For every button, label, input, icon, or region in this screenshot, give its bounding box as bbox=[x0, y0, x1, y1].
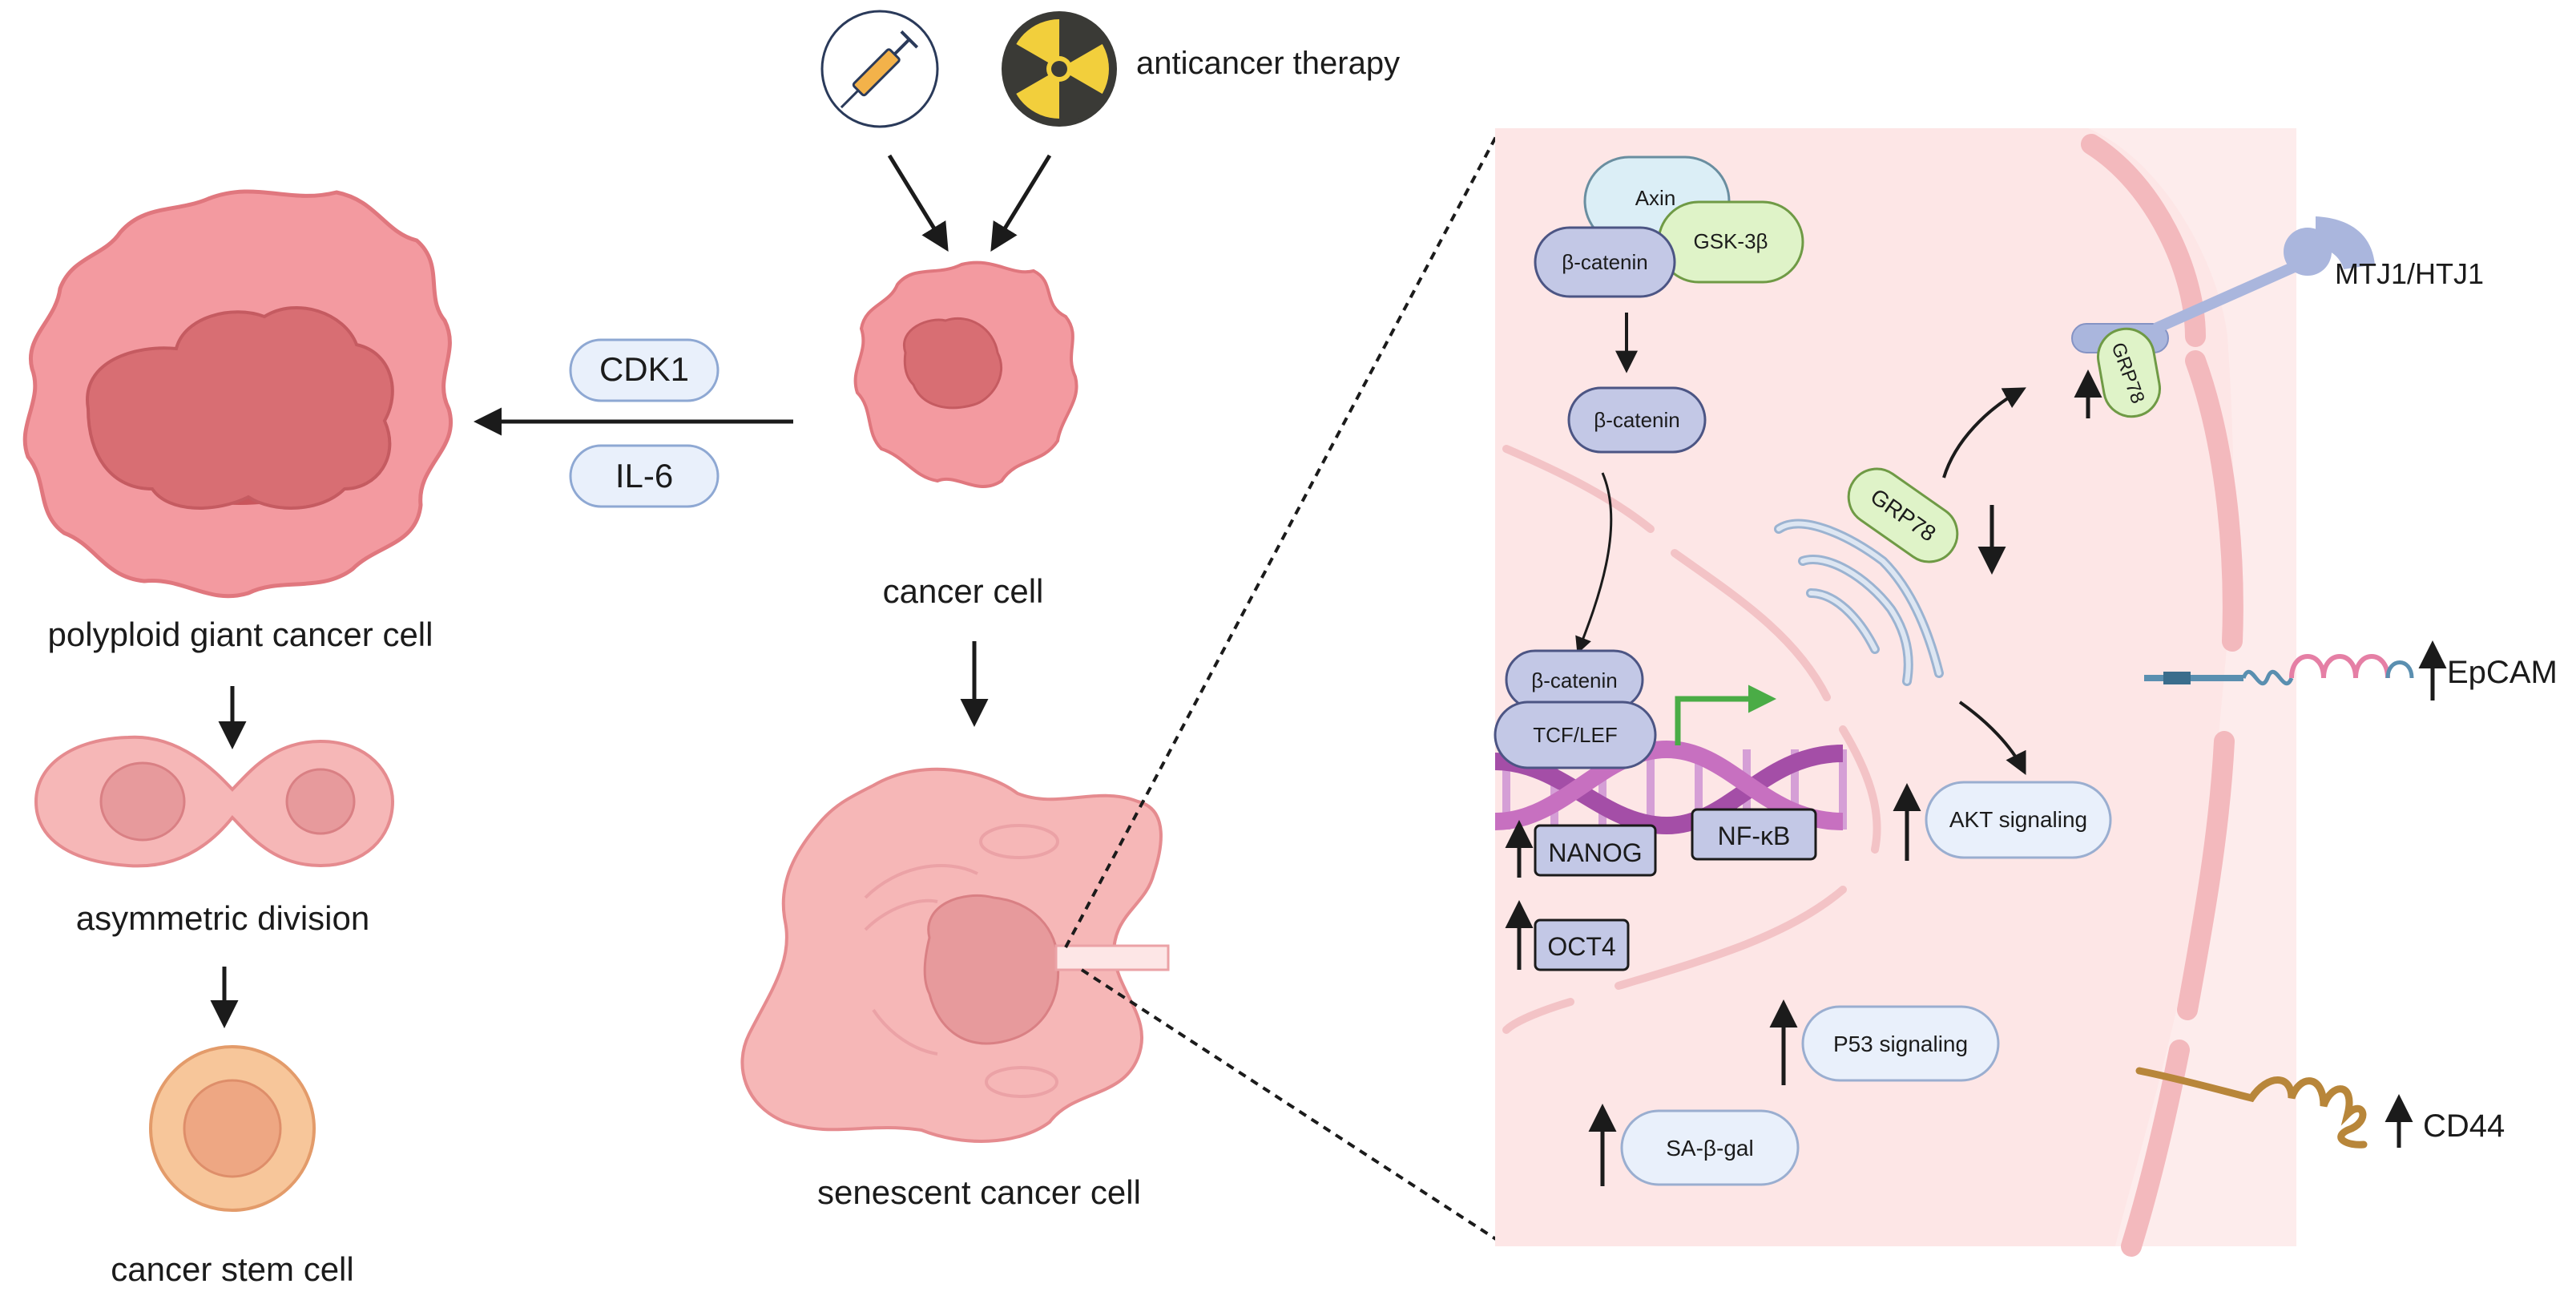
er-golgi-outline bbox=[1776, 521, 1941, 684]
factor-il6-label: IL-6 bbox=[615, 457, 673, 495]
p53-signaling-pill: P53 signaling bbox=[1801, 1005, 2000, 1082]
tcf-lef-label: TCF/LEF bbox=[1533, 723, 1617, 747]
mtj1-label: MTJ1/HTJ1 bbox=[2335, 257, 2484, 290]
cancer-stem-cell-shape bbox=[149, 1045, 316, 1212]
factor-il6-pill: IL-6 bbox=[569, 444, 720, 508]
sa-bgal-pill: SA-β-gal bbox=[1620, 1109, 1800, 1186]
arrow-bcat-to-nucleus bbox=[1575, 472, 1613, 654]
axin-gsk-bcat-complex: Axin GSK-3β β-catenin bbox=[1534, 155, 1804, 298]
cd44-label: CD44 bbox=[2423, 1108, 2505, 1144]
factor-cdk1-label: CDK1 bbox=[599, 350, 689, 388]
dividing-cell-shape bbox=[34, 735, 395, 868]
senescent-cancer-cell-label: senescent cancer cell bbox=[817, 1173, 1141, 1211]
cancer-stem-cell-label: cancer stem cell bbox=[111, 1250, 353, 1288]
epcam-label: EpCAM bbox=[2447, 655, 2558, 690]
anticancer-therapy-label: anticancer therapy bbox=[1136, 46, 1400, 81]
arrow-syringe-to-cell bbox=[887, 154, 949, 252]
polyploid-giant-cell-shape bbox=[22, 189, 453, 599]
syringe-icon bbox=[820, 10, 939, 128]
sa-bgal-label: SA-β-gal bbox=[1666, 1136, 1753, 1161]
zoom-line-bottom bbox=[1080, 968, 1500, 1242]
axin-label: Axin bbox=[1635, 186, 1676, 210]
akt-signaling-pill: AKT signaling bbox=[1925, 781, 2112, 859]
akt-label: AKT signaling bbox=[1949, 807, 2087, 832]
factor-cdk1-pill: CDK1 bbox=[569, 338, 720, 402]
nfkb-marker: NF-κB bbox=[1691, 808, 1817, 861]
senescent-cell-shape bbox=[740, 767, 1170, 1143]
nfkb-label: NF-κB bbox=[1718, 822, 1791, 850]
bcat-free-pill: β-catenin bbox=[1567, 386, 1707, 454]
bcat-nuclear-pill: β-catenin bbox=[1505, 649, 1644, 710]
oct4-label: OCT4 bbox=[1547, 932, 1615, 961]
cancer-cell-label: cancer cell bbox=[883, 572, 1044, 610]
tcf-lef-pill: TCF/LEF bbox=[1494, 700, 1657, 769]
nanog-label: NANOG bbox=[1548, 838, 1642, 867]
oct4-marker: OCT4 bbox=[1505, 900, 1630, 971]
transcription-arrow bbox=[1675, 684, 1776, 745]
bcat-complex-label: β-catenin bbox=[1562, 250, 1647, 274]
bcat-nuclear-label: β-catenin bbox=[1531, 668, 1617, 692]
asymmetric-division-label: asymmetric division bbox=[76, 899, 369, 937]
grp78-membrane-pill: GRP78 bbox=[2097, 327, 2161, 418]
arrow-radiation-to-cell bbox=[990, 154, 1052, 252]
arrow-grp78-to-membrane bbox=[1942, 387, 2026, 478]
radiation-icon bbox=[1002, 11, 1117, 127]
epcam-protein bbox=[2144, 654, 2414, 686]
bcat-free-label: β-catenin bbox=[1594, 408, 1679, 432]
gsk3b-label: GSK-3β bbox=[1694, 229, 1768, 253]
p53-label: P53 signaling bbox=[1833, 1032, 1968, 1056]
arrow-to-akt bbox=[1958, 700, 2026, 776]
nuclear-envelope bbox=[1502, 445, 1881, 1034]
nanog-marker: NANOG bbox=[1505, 820, 1657, 878]
polyploid-giant-cancer-cell-label: polyploid giant cancer cell bbox=[48, 616, 433, 653]
zoom-line-top bbox=[1064, 131, 1500, 948]
cd44-protein bbox=[2135, 1067, 2368, 1149]
cancer-cell-shape bbox=[853, 260, 1078, 489]
